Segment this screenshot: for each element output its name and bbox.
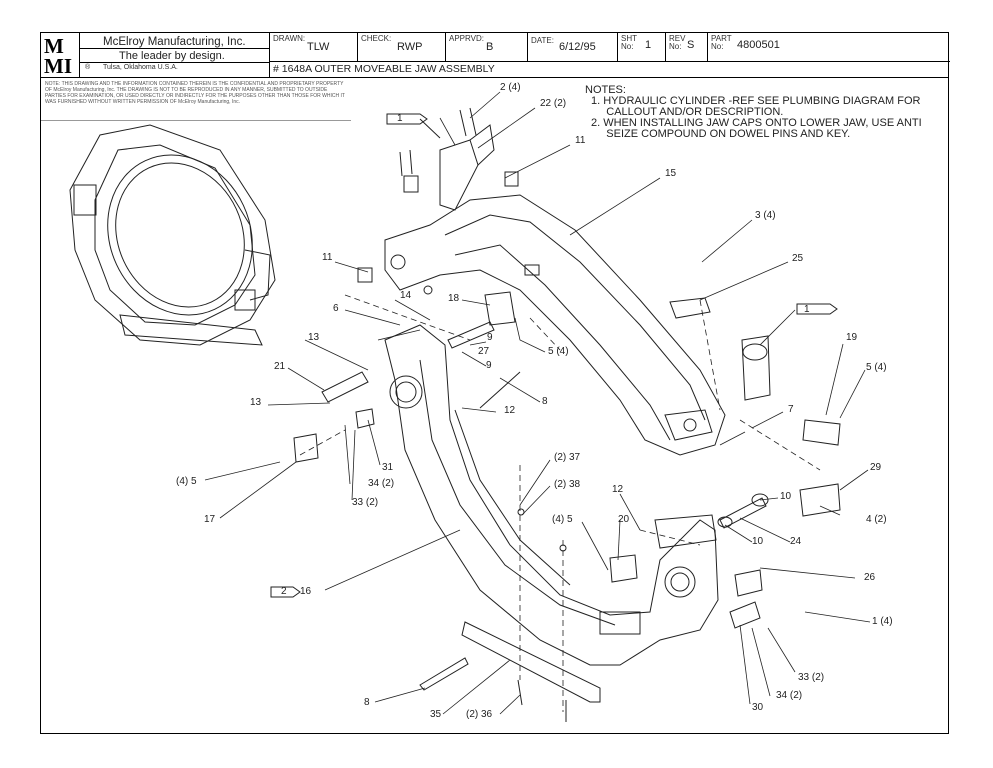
callout-label: (4) 5	[552, 514, 573, 525]
callout-label: (2) 37	[554, 452, 581, 463]
company-name: McElroy Manufacturing, Inc.	[103, 36, 246, 48]
callout-label: 8	[364, 697, 370, 708]
callout-label: 1	[804, 304, 810, 315]
rev-value: S	[687, 39, 695, 51]
check-value: RWP	[397, 41, 423, 53]
sht-value: 1	[645, 39, 652, 51]
small-parts	[293, 107, 841, 629]
callout-label: 8	[542, 396, 548, 407]
callout-label: 1	[397, 113, 403, 124]
callout-label: 4 (2)	[866, 514, 887, 525]
part-label: PART No:	[711, 34, 732, 51]
callout-label: 13	[250, 397, 262, 408]
callout-label: 2	[281, 586, 287, 597]
flag-1-right	[796, 303, 838, 315]
callout-label: 13	[308, 332, 320, 343]
date-value: 6/12/95	[559, 41, 596, 53]
callout-label: 33 (2)	[798, 672, 825, 683]
assembly-dash-lines	[299, 294, 821, 712]
date-label: DATE:	[531, 36, 554, 45]
callout-label: 33 (2)	[352, 497, 379, 508]
callout-label: 9	[487, 332, 493, 343]
callout-label: 19	[846, 332, 858, 343]
callout-label: 29	[870, 462, 882, 473]
wear-strip-part-35	[461, 621, 601, 703]
callout-label: 11	[322, 252, 333, 263]
assembled-jaw-inset	[69, 124, 276, 346]
drawn-label: DRAWN:	[273, 34, 306, 43]
callout-label: 12	[504, 405, 516, 416]
check-label: CHECK:	[361, 34, 392, 43]
callout-label: 16	[300, 586, 312, 597]
callout-label: 18	[448, 293, 460, 304]
company-tagline: The leader by design.	[119, 50, 225, 62]
fasteners	[321, 321, 769, 722]
note-line: 2. WHEN INSTALLING JAW CAPS ONTO LOWER J…	[591, 117, 922, 129]
callout-label: 31	[382, 462, 394, 473]
callout-label: 22 (2)	[540, 98, 567, 109]
callout-label: 20	[618, 514, 630, 525]
callout-label: 17	[204, 514, 216, 525]
flag-2	[270, 586, 301, 598]
callout-label: 3 (4)	[755, 210, 776, 221]
notes-block: NOTES: 1. HYDRAULIC CYLINDER -REF SEE PL…	[585, 85, 922, 140]
svg-text:MI: MI	[44, 54, 72, 77]
callout-label: 12	[612, 484, 624, 495]
callout-label: (4) 5	[176, 476, 197, 487]
callout-label: 1 (4)	[872, 616, 893, 627]
note-line: CALLOUT AND/OR DESCRIPTION.	[591, 106, 784, 118]
callout-label: 24	[790, 536, 802, 547]
callout-label: 34 (2)	[776, 690, 803, 701]
callout-label: 15	[665, 168, 677, 179]
note-line: 1. HYDRAULIC CYLINDER -REF SEE PLUMBING …	[591, 95, 921, 107]
mmi-logo-graphic: M MI	[44, 34, 72, 77]
drawing-title: # 1648A OUTER MOVEABLE JAW ASSEMBLY	[273, 63, 495, 75]
callout-label: 26	[864, 572, 876, 583]
callout-label: 6	[333, 303, 339, 314]
drawing-sheet: M MI McElroy Manufacturing, Inc. The lea…	[40, 32, 950, 734]
rev-label: REV No:	[669, 34, 686, 51]
callout-label: 2 (4)	[500, 82, 521, 93]
callout-label: 27	[478, 346, 490, 357]
title-block: M MI McElroy Manufacturing, Inc. The lea…	[41, 33, 950, 78]
callout-label: 34 (2)	[368, 478, 395, 489]
flag-1-top	[386, 113, 428, 125]
callout-label: 30	[752, 702, 764, 713]
lower-jaw-part-16	[384, 324, 719, 666]
notes-heading: NOTES:	[585, 84, 626, 96]
callout-label: (2) 38	[554, 479, 581, 490]
registered-mark: ®	[85, 64, 91, 71]
part-value: 4800501	[737, 39, 780, 51]
sht-label: SHT No:	[621, 34, 637, 51]
callout-label: 9	[486, 360, 492, 371]
callout-label: 21	[274, 361, 286, 372]
drawn-value: TLW	[307, 41, 330, 53]
confidentiality-note: NOTE: THIS DRAWING AND THE INFORMATION C…	[45, 81, 345, 105]
callout-label: (2) 36	[466, 709, 493, 720]
note-line: SEIZE COMPOUND ON DOWEL PINS AND KEY.	[591, 128, 851, 140]
callout-label: 11	[575, 135, 586, 146]
mmi-logo: M MI	[41, 33, 80, 77]
callout-label: 5 (4)	[866, 362, 887, 373]
callout-label: 10	[752, 536, 764, 547]
callout-label: 10	[780, 491, 792, 502]
leader-lines	[204, 91, 871, 715]
callout-label: 25	[792, 253, 804, 264]
apprvd-value: B	[486, 41, 494, 53]
apprvd-label: APPRVD:	[449, 34, 484, 43]
reference-flags	[270, 113, 838, 598]
callout-label: 35	[430, 709, 442, 720]
callout-label: 14	[400, 290, 412, 301]
callout-label: 5 (4)	[548, 346, 569, 357]
company-location: Tulsa, Oklahoma U.S.A.	[103, 64, 178, 71]
callout-label: 7	[788, 404, 794, 415]
svg-text:M: M	[44, 34, 64, 58]
upper-jaw-part-15	[384, 194, 726, 456]
